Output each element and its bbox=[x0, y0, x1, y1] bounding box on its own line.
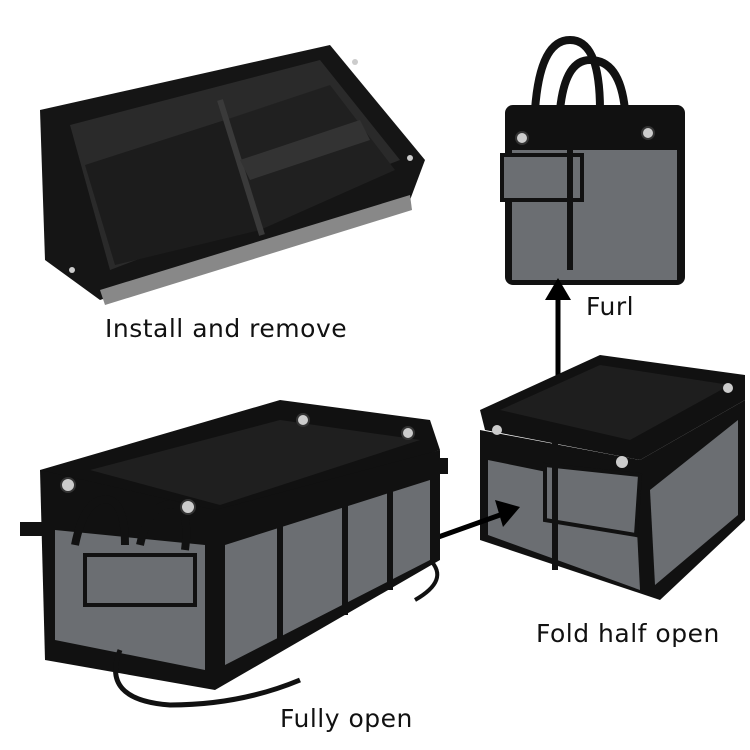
caption-furl: Furl bbox=[586, 292, 635, 321]
arrow-right-icon bbox=[429, 500, 520, 543]
caption-fully-open: Fully open bbox=[280, 704, 413, 733]
organizer-furl-view bbox=[500, 35, 685, 285]
organizer-install-view bbox=[40, 45, 425, 305]
organizer-fully-open-view bbox=[20, 400, 448, 708]
organizer-half-open-view bbox=[480, 355, 745, 600]
arrow-up-icon bbox=[545, 278, 571, 380]
caption-install-and-remove: Install and remove bbox=[105, 314, 348, 343]
caption-fold-half-open: Fold half open bbox=[536, 619, 720, 648]
